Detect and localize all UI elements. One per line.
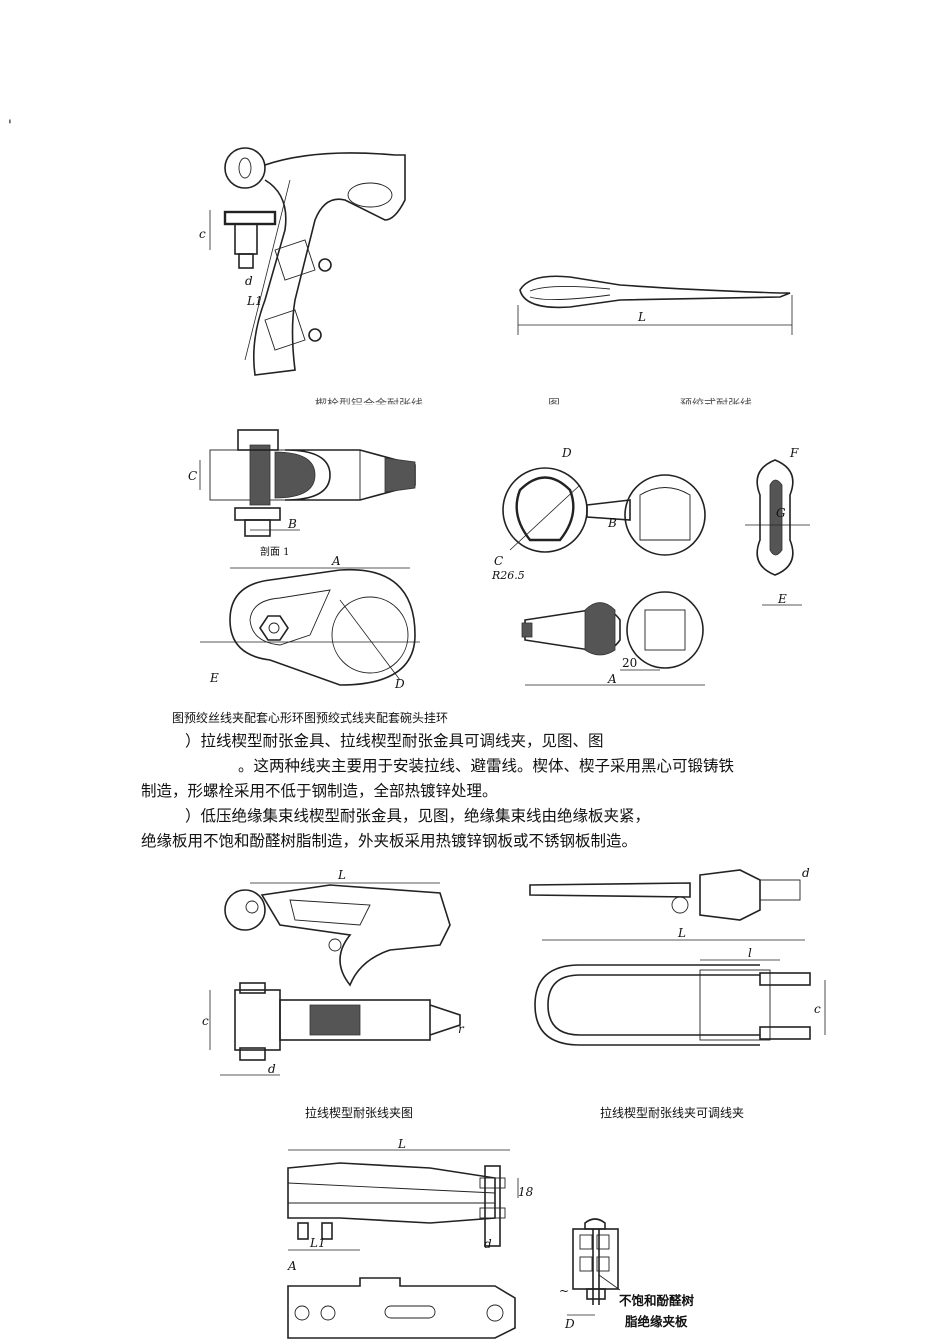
label-R: R26.5: [491, 569, 525, 582]
caption-guy-wedge: 拉线楔型耐张线夹图: [305, 1106, 414, 1120]
label-r: r: [458, 1022, 465, 1036]
cutoff-caption-2: 图: [548, 397, 561, 411]
heart-ring-drawing: C B 剖面 1 A E D: [188, 429, 420, 691]
wedge-bolt-clamp-drawing: c d L1: [199, 147, 406, 376]
label-E2: E: [777, 592, 787, 606]
paragraph-line-4: ）低压绝缘集束线楔型耐张金具，见图，绝缘集束线由绝缘板夹紧，: [185, 807, 651, 825]
label-c4: c: [814, 1002, 821, 1016]
label-20: 20: [622, 656, 637, 670]
insulation-plate-detail-drawing: ~ D 不饱和酚醛树 脂绝缘夹板: [559, 1218, 695, 1331]
label-A2: A: [607, 672, 617, 686]
bowl-head-ring-drawing: D B C R26.5 F G E 20 A: [491, 446, 810, 686]
label-L4: L: [677, 926, 686, 940]
label-D: D: [394, 677, 405, 691]
label-L5: L: [397, 1137, 406, 1151]
label-C2: C: [494, 554, 503, 568]
label-B2: B: [607, 516, 617, 530]
guy-adjustable-clamp-drawing: d L l c: [529, 866, 826, 1046]
figure-caption-row2: 图预绞丝线夹配套心形环图预绞式线夹配套碗头挂环: [172, 711, 449, 725]
label-l4: l: [748, 946, 752, 960]
label-B: B: [287, 517, 297, 531]
label-C: C: [188, 469, 197, 483]
guy-wedge-clamp-drawing: L c d r: [202, 868, 465, 1076]
label-d4: d: [802, 866, 810, 880]
label-G: G: [776, 506, 786, 520]
bundle-tension-clamp-drawing: L 18 L1 d A: [287, 1137, 534, 1339]
label-A5: A: [287, 1259, 297, 1273]
cutoff-caption-1: 楔栓型铝合金耐张线: [315, 397, 424, 411]
label-A: A: [331, 554, 341, 568]
cutoff-caption-3: 预绞式耐张线: [680, 397, 753, 411]
preformed-tension-clamp-drawing: L: [517, 275, 793, 335]
label-L3: L: [337, 868, 346, 882]
stray-mark: ': [8, 118, 12, 134]
label-E: E: [209, 671, 219, 685]
label-D5: D: [564, 1317, 575, 1331]
label-18: 18: [518, 1185, 534, 1199]
note-line-2: 脂绝缘夹板: [624, 1314, 688, 1329]
label-d5: d: [484, 1237, 492, 1251]
label-d3: d: [268, 1062, 276, 1076]
label-L1-5: L1: [309, 1236, 326, 1250]
label-D2: D: [561, 446, 572, 460]
label-c: c: [199, 227, 206, 241]
label-cut: 剖面 1: [260, 545, 290, 558]
paragraph-line-2: 。这两种线夹主要用于安装拉线、避雷线。楔体、楔子采用黑心可锻铸铁: [238, 757, 735, 775]
label-F: F: [789, 446, 799, 460]
label-c3: c: [202, 1014, 209, 1028]
label-L: L: [637, 310, 646, 324]
paragraph-line-5: 绝缘板用不饱和酚醛树脂制造，外夹板采用热镀锌钢板或不锈钢板制造。: [141, 832, 638, 850]
caption-guy-adjustable: 拉线楔型耐张线夹可调线夹: [600, 1106, 745, 1120]
paragraph-line-3: 制造，形螺栓采用不低于钢制造，全部热镀锌处理。: [141, 782, 498, 800]
label-L1: L1: [246, 294, 263, 308]
paragraph-line-1: ）拉线楔型耐张金具、拉线楔型耐张金具可调线夹，见图、图: [185, 732, 604, 750]
label-d: d: [245, 274, 253, 288]
label-tilde: ~: [559, 1284, 569, 1298]
note-line-1: 不饱和酚醛树: [619, 1293, 695, 1308]
